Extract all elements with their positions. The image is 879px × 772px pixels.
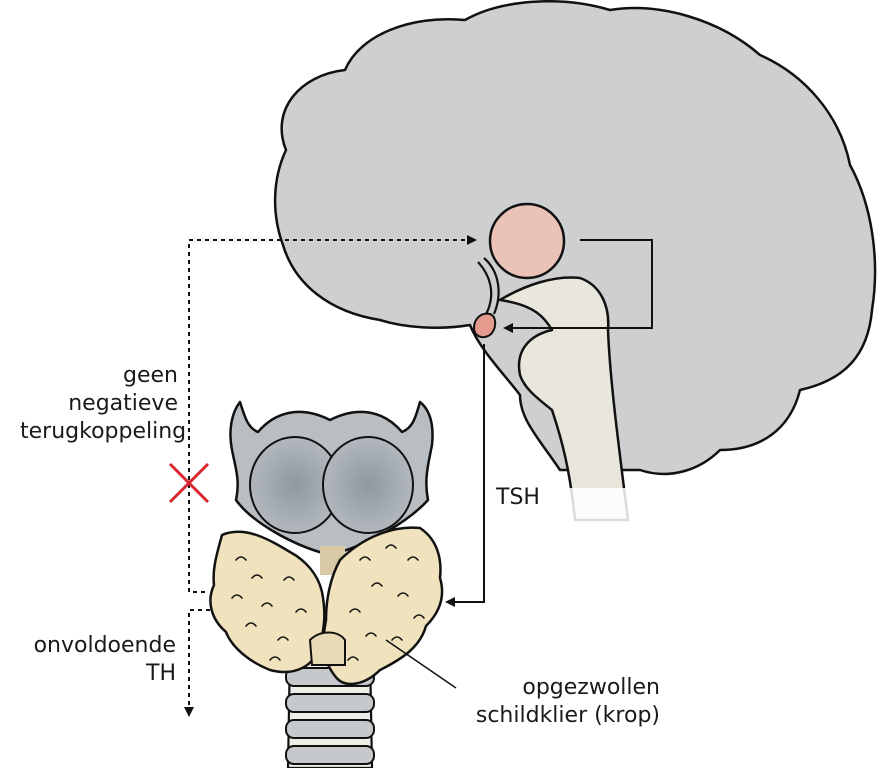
goiter-thyroid [209,526,444,686]
no-feedback-line-2: negatieve [68,391,178,416]
insufficient-th-line-1: onvoldoende [33,633,176,658]
x-mark-icon [168,462,210,504]
pituitary-stalk [477,257,500,323]
goiter-label: opgezwollen schildklier (krop) [420,674,660,730]
no-feedback-label: geen negatieve terugkoppeling [20,362,187,446]
tsh-arrow [445,344,485,607]
brain [273,0,877,476]
goiter-leader-line [385,639,457,689]
no-feedback-line-1: geen [123,363,178,388]
hypothalamus-to-pituitary-arrow [503,239,653,333]
goiter-line-1: opgezwollen [522,675,660,700]
goiter-line-2: schildklier (krop) [475,703,660,728]
th-output-arrow-dotted [184,609,210,717]
thyroid-cartilage [229,400,434,575]
insufficient-th-line-2: TH [146,661,176,686]
pituitary [472,312,497,339]
no-feedback-line-3: terugkoppeling [20,419,187,444]
tsh-label: TSH [496,485,540,510]
hypothalamus [488,202,566,280]
insufficient-th-label: onvoldoende TH [10,632,176,688]
feedback-arrow-dotted [188,235,477,593]
